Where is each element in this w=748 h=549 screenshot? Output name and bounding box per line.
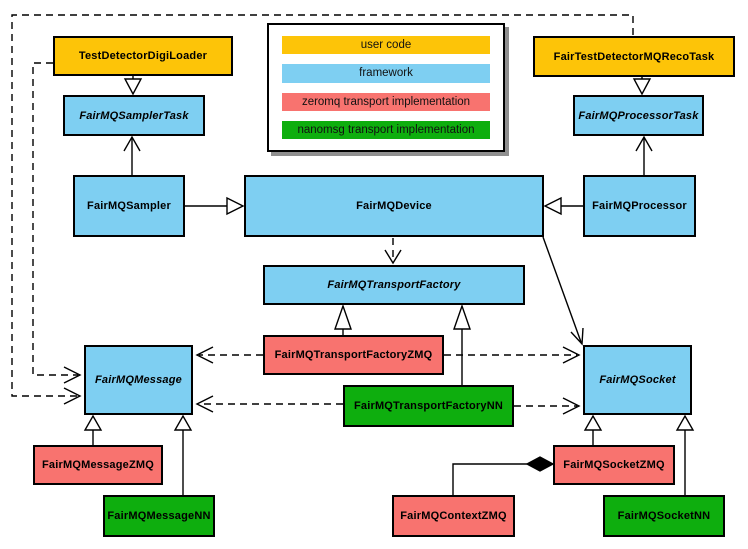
edge-socketzmq-socket [583, 414, 603, 445]
edge-device-transportfactory [384, 238, 402, 265]
node-fairmq-processor: FairMQProcessor [583, 175, 696, 237]
edge-contextzmq-socketzmq [452, 456, 555, 495]
node-fairmq-sampler-task: FairMQSamplerTask [63, 95, 205, 136]
edge-factoryzmq-transportfactory [334, 303, 352, 335]
legend-item-zeromq: zeromq transport implementation [282, 92, 490, 111]
edge-factorynn-message [195, 395, 343, 413]
node-fairmq-message-zmq: FairMQMessageZMQ [33, 445, 163, 485]
node-fairmq-message: FairMQMessage [84, 345, 193, 415]
node-fairmq-device: FairMQDevice [244, 175, 544, 237]
node-fairmq-sampler: FairMQSampler [73, 175, 185, 237]
edge-processor-device [543, 196, 583, 216]
node-fairmq-socket-zmq: FairMQSocketZMQ [553, 445, 675, 485]
edge-messagezmq-message [83, 414, 103, 445]
edge-sampler-samplertask [123, 135, 141, 175]
node-fairmq-context-zmq: FairMQContextZMQ [392, 495, 515, 537]
edge-factoryzmq-socket [444, 346, 581, 364]
edge-recotask-processortask [632, 77, 652, 96]
node-fairmq-processor-task: FairMQProcessorTask [573, 95, 704, 136]
edge-digiloader-samplertask [123, 76, 143, 96]
edge-factoryzmq-message [195, 346, 263, 364]
node-fairmq-message-nn: FairMQMessageNN [103, 495, 215, 537]
legend-item-nanomsg: nanomsg transport implementation [282, 120, 490, 139]
edge-messagenn-message [173, 414, 193, 495]
legend-item-user-code: user code [282, 36, 490, 55]
node-fair-test-detector-mq-reco-task: FairTestDetectorMQRecoTask [533, 36, 735, 77]
edge-processor-processortask [635, 135, 653, 175]
node-fairmq-transport-factory-zmq: FairMQTransportFactoryZMQ [263, 335, 444, 375]
node-fairmq-transport-factory: FairMQTransportFactory [263, 265, 525, 305]
node-test-detector-digi-loader: TestDetectorDigiLoader [53, 36, 233, 76]
edge-sampler-device [185, 196, 245, 216]
legend-item-framework: framework [282, 64, 490, 83]
node-fairmq-transport-factory-nn: FairMQTransportFactoryNN [343, 385, 514, 427]
node-fairmq-socket: FairMQSocket [583, 345, 692, 415]
node-fairmq-socket-nn: FairMQSocketNN [603, 495, 725, 537]
edge-factorynn-socket [514, 397, 581, 415]
legend: user code framework zeromq transport imp… [267, 23, 505, 152]
edge-factorynn-transportfactory [453, 303, 471, 385]
edge-socketnn-socket [675, 414, 695, 495]
edge-device-socket [542, 236, 584, 346]
